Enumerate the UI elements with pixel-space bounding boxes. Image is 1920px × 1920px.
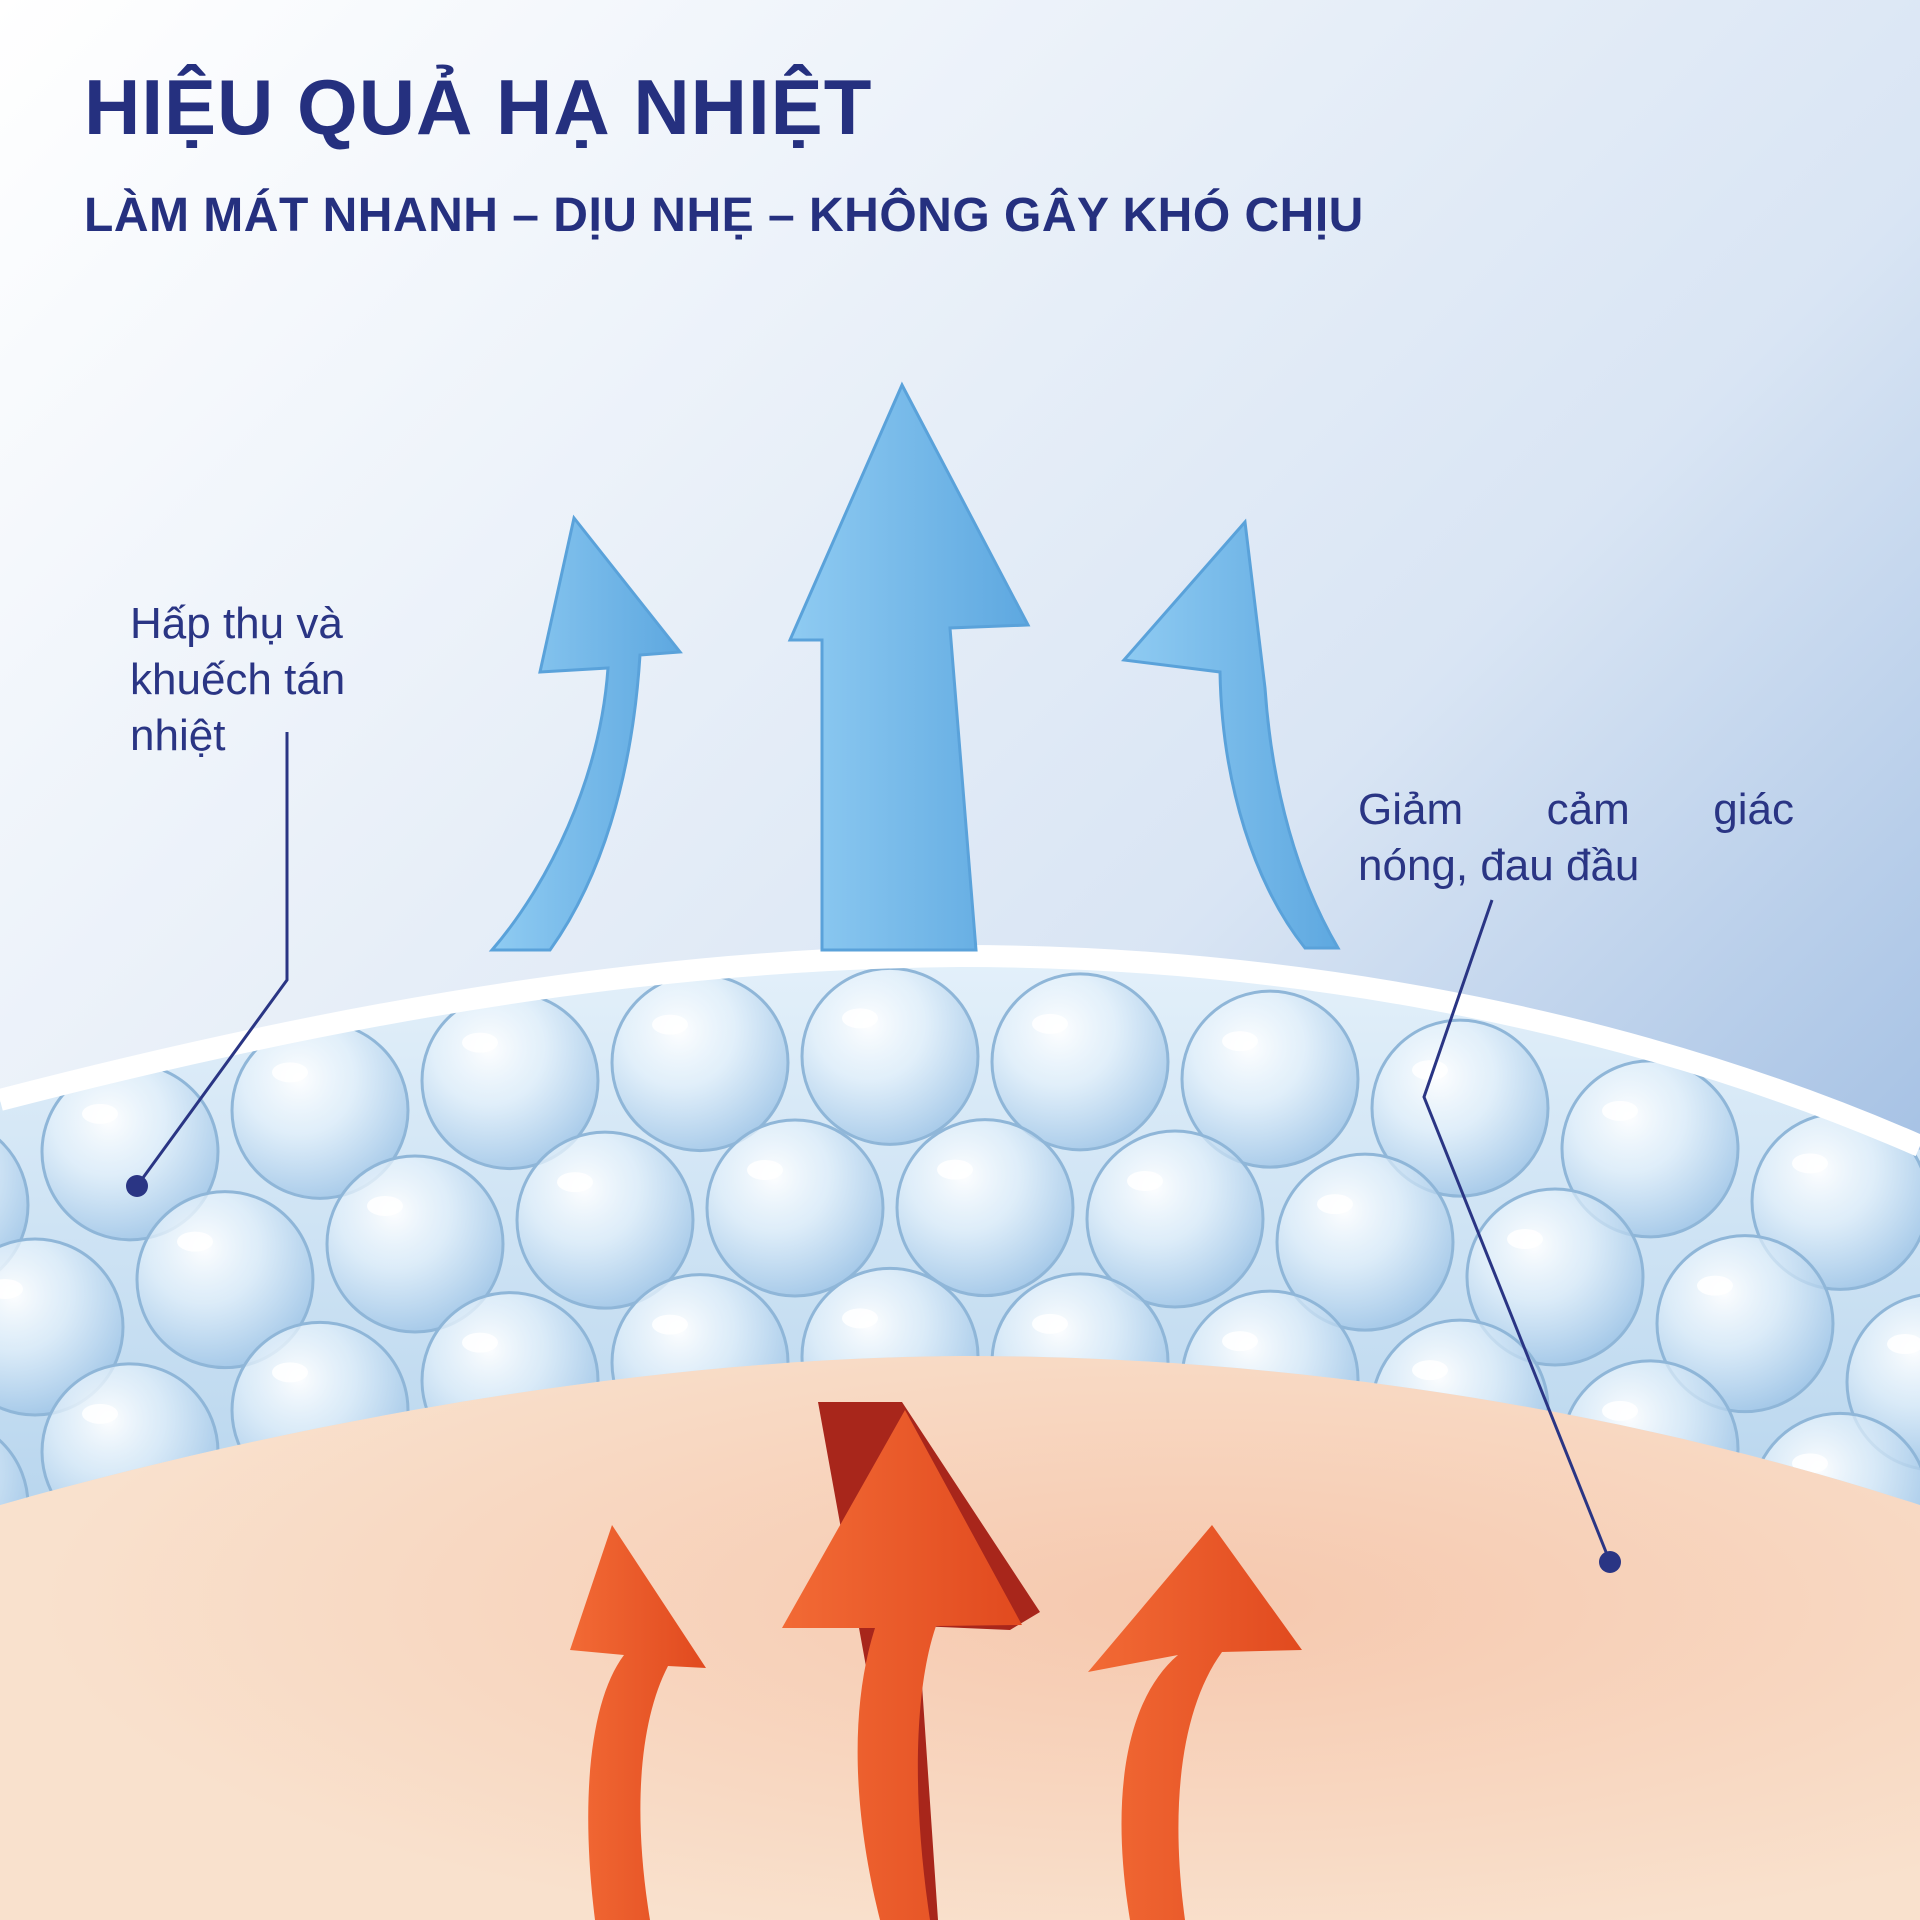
gel-bubble-highlight: [1697, 1275, 1733, 1296]
gel-bubble-highlight: [1602, 1100, 1638, 1121]
gel-bubble: [610, 973, 790, 1153]
cool-arrow-center-icon: [787, 381, 1031, 952]
gel-bubble-highlight: [842, 1308, 878, 1329]
gel-bubble: [895, 1118, 1075, 1298]
gel-top-film: [0, 944, 1920, 1157]
page-title: HIỆU QUẢ HẠ NHIỆT: [84, 63, 873, 151]
gel-bubble-highlight: [747, 1159, 783, 1180]
gel-bubble-highlight: [1412, 1360, 1448, 1381]
leader-dot-absorb: [126, 1175, 148, 1197]
leader-line-absorb: [126, 732, 289, 1197]
annotation-relief: Giảm cảm giác nóng, đau đầu: [1358, 782, 1794, 894]
gel-bubble-highlight: [462, 1032, 498, 1053]
gel-bubble-highlight: [0, 1278, 23, 1299]
gel-bubble-highlight: [367, 1195, 403, 1216]
gel-bubble-highlight: [1032, 1013, 1068, 1034]
heat-arrow-center-icon: [782, 1410, 1022, 1920]
gel-bubble-highlight: [1032, 1313, 1068, 1334]
gel-bubble-highlight: [82, 1103, 118, 1124]
gel-bubble-highlight: [842, 1008, 878, 1029]
cool-arrows: [488, 381, 1341, 952]
gel-bubble: [0, 1115, 30, 1295]
gel-bubble-highlight: [652, 1314, 688, 1335]
leader-line-relief: [1422, 899, 1621, 1573]
gel-bubble-highlight: [1887, 1334, 1920, 1355]
gel-bubble-highlight: [1507, 1229, 1543, 1250]
gel-bubble-highlight: [462, 1332, 498, 1353]
gel-bubble-highlight: [82, 1403, 118, 1424]
gel-bubble-highlight: [272, 1362, 308, 1383]
heat-arrow-left-icon: [570, 1525, 706, 1920]
page-subtitle: LÀM MÁT NHANH – DỊU NHẸ – KHÔNG GÂY KHÓ …: [84, 189, 1364, 242]
gel-bubble-highlight: [1317, 1194, 1353, 1215]
annotation-absorb-line: nhiệt: [130, 711, 226, 760]
gel-bubble-highlight: [1792, 1453, 1828, 1474]
leader-dot-relief: [1599, 1551, 1621, 1573]
annotation-absorb-line: khuếch tán: [130, 655, 346, 704]
gel-bubble-highlight: [937, 1159, 973, 1180]
gel-bubble: [800, 966, 980, 1146]
gel-bubble-highlight: [652, 1014, 688, 1035]
heat-arrow-right-icon: [1088, 1525, 1302, 1920]
gel-bubble-highlight: [1222, 1331, 1258, 1352]
skin-layer: [0, 1345, 1920, 1920]
gel-bubble: [0, 1237, 125, 1417]
annotation-relief-line: nóng, đau đầu: [1358, 841, 1640, 890]
annotation-relief-line: Giảm cảm giác: [1358, 785, 1794, 834]
annotation-absorb-line: Hấp thụ và: [130, 599, 343, 648]
gel-bubble-highlight: [1222, 1031, 1258, 1052]
annotation-absorb: Hấp thụ và khuếch tán nhiệt: [130, 596, 345, 764]
heat-arrows: [570, 1402, 1302, 1920]
cool-arrow-right-icon-shape: [1121, 518, 1341, 950]
gel-bubble-highlight: [1792, 1153, 1828, 1174]
gel-bubble-highlight: [1602, 1400, 1638, 1421]
gel-bubble-highlight: [1412, 1060, 1448, 1081]
cool-arrow-left-icon: [488, 514, 683, 952]
gel-bubble-highlight: [177, 1231, 213, 1252]
gel-bubble-highlight: [557, 1172, 593, 1193]
gel-bubble: [990, 972, 1170, 1152]
gel-bubble: [705, 1118, 885, 1298]
gel-bubble-highlight: [272, 1062, 308, 1083]
gel-bubble-highlight: [1127, 1171, 1163, 1192]
